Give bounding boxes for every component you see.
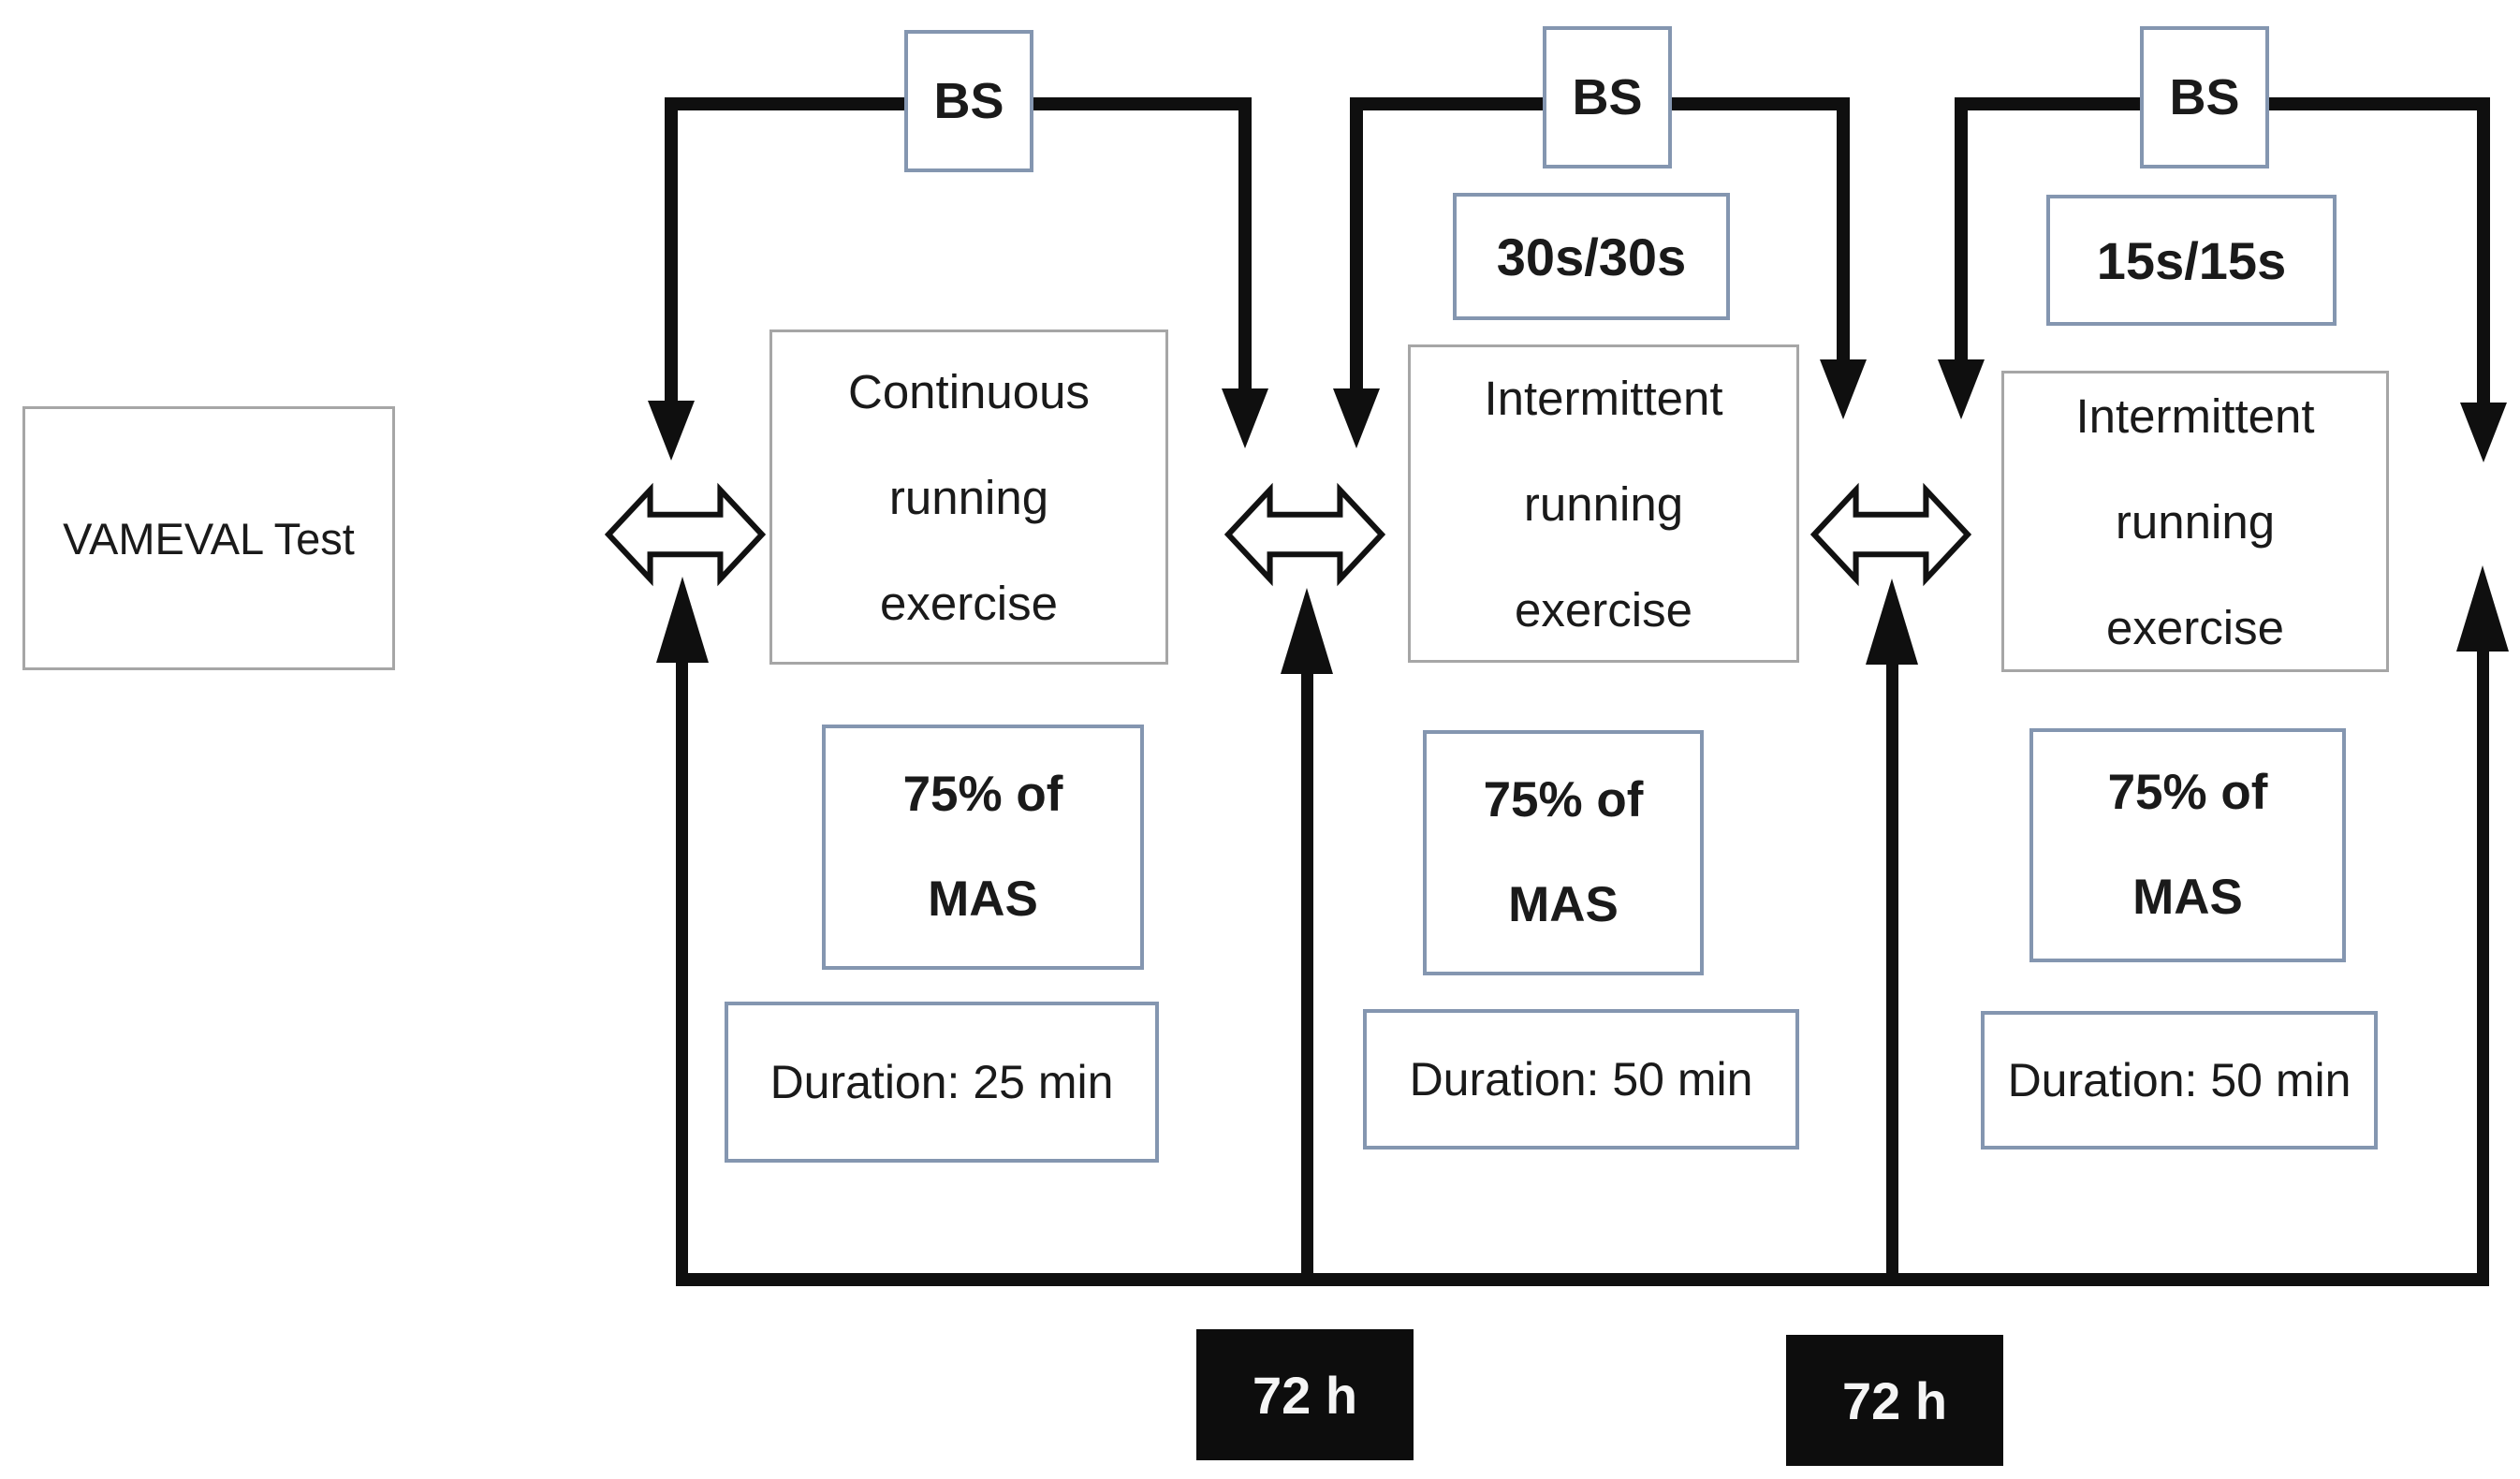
rest-72h-box: 72 h bbox=[1196, 1329, 1414, 1460]
work-rest-ratio-label: 15s/15s bbox=[2096, 230, 2287, 290]
up-arrow-shaft bbox=[1886, 657, 1898, 1286]
up-arrow-shaft bbox=[1301, 666, 1313, 1286]
down-arrow-icon bbox=[2460, 403, 2507, 462]
duration-box: Duration: 50 min bbox=[1363, 1009, 1799, 1150]
exercise-label-line: exercise bbox=[880, 576, 1058, 630]
bidirectional-arrow-icon bbox=[1810, 482, 1971, 587]
bs-box: BS bbox=[2140, 26, 2269, 168]
down-arrow-icon bbox=[1333, 388, 1380, 448]
duration-box: Duration: 25 min bbox=[725, 1002, 1159, 1163]
up-arrow-shaft bbox=[2477, 644, 2489, 1286]
down-arrow-icon bbox=[648, 401, 695, 461]
up-arrow-icon bbox=[2456, 565, 2509, 652]
vameval-test-label: VAMEVAL Test bbox=[63, 513, 355, 564]
bs-label: BS bbox=[933, 73, 1004, 129]
duration-label: Duration: 25 min bbox=[769, 1056, 1114, 1108]
up-arrow-icon bbox=[1866, 578, 1918, 665]
exercise-label-line: exercise bbox=[2106, 600, 2284, 654]
intensity-box: 75% of MAS bbox=[822, 725, 1144, 970]
intensity-box: 75% of MAS bbox=[1423, 730, 1704, 975]
intensity-label-line: MAS bbox=[1508, 877, 1619, 932]
rest-72h-label: 72 h bbox=[1252, 1365, 1358, 1425]
exercise-label-line: exercise bbox=[1515, 582, 1692, 637]
up-arrow-icon bbox=[1281, 588, 1333, 674]
bs-bracket-left-drop bbox=[1350, 97, 1363, 388]
work-rest-ratio-box: 15s/15s bbox=[2046, 195, 2337, 326]
bidirectional-arrow-icon bbox=[605, 482, 766, 587]
bidirectional-arrow-icon bbox=[1224, 482, 1385, 587]
continuous-exercise-box: Continuous running exercise bbox=[769, 329, 1168, 665]
up-arrow-shaft bbox=[676, 655, 688, 1286]
down-arrow-icon bbox=[1222, 388, 1268, 448]
timeline-line bbox=[676, 1273, 2489, 1286]
bs-box: BS bbox=[904, 30, 1033, 172]
bs-bracket-left-drop bbox=[665, 97, 678, 401]
exercise-label-line: running bbox=[2115, 494, 2276, 549]
up-arrow-icon bbox=[656, 577, 709, 663]
intensity-label-line: 75% of bbox=[2107, 765, 2268, 820]
rest-72h-box: 72 h bbox=[1786, 1335, 2003, 1466]
exercise-label-line: Intermittent bbox=[1484, 371, 1723, 425]
exercise-label-line: Intermittent bbox=[2075, 388, 2315, 443]
exercise-label-line: Continuous bbox=[847, 364, 1090, 418]
intensity-label-line: 75% of bbox=[1483, 772, 1644, 827]
bs-box: BS bbox=[1543, 26, 1672, 168]
intermittent-exercise-box-2: Intermittent running exercise bbox=[2001, 371, 2389, 672]
exercise-label-line: running bbox=[1523, 476, 1684, 531]
intensity-label-line: 75% of bbox=[902, 767, 1063, 822]
duration-label: Duration: 50 min bbox=[1409, 1053, 1753, 1106]
intensity-box: 75% of MAS bbox=[2029, 728, 2346, 962]
bs-bracket-left-drop bbox=[1955, 97, 1968, 359]
bs-bracket-right-drop bbox=[2477, 97, 2490, 403]
exercise-label-line: running bbox=[888, 470, 1049, 524]
bs-bracket-right-drop bbox=[1837, 97, 1850, 359]
down-arrow-icon bbox=[1820, 359, 1867, 419]
work-rest-ratio-label: 30s/30s bbox=[1496, 227, 1687, 286]
bs-label: BS bbox=[2169, 69, 2240, 125]
intensity-label-line: MAS bbox=[928, 871, 1038, 927]
vameval-test-box: VAMEVAL Test bbox=[22, 406, 395, 670]
work-rest-ratio-box: 30s/30s bbox=[1453, 193, 1730, 320]
intensity-label-line: MAS bbox=[2132, 870, 2243, 925]
intermittent-exercise-box-1: Intermittent running exercise bbox=[1408, 344, 1799, 663]
duration-box: Duration: 50 min bbox=[1981, 1011, 2378, 1150]
bs-label: BS bbox=[1572, 69, 1643, 125]
down-arrow-icon bbox=[1938, 359, 1985, 419]
bs-bracket-right-drop bbox=[1238, 97, 1252, 388]
rest-72h-label: 72 h bbox=[1841, 1370, 1948, 1430]
duration-label: Duration: 50 min bbox=[2007, 1054, 2352, 1106]
